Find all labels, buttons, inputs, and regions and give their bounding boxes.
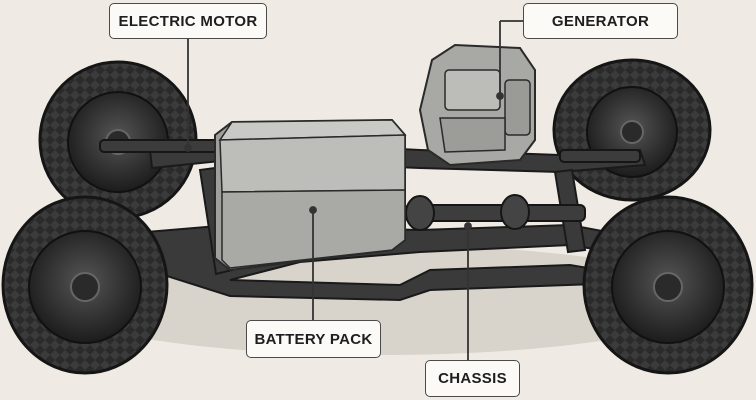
rear-right-wheel — [552, 58, 712, 202]
drive-shaft — [404, 194, 586, 231]
battery-pack — [214, 118, 407, 272]
leader-lines — [184, 20, 523, 360]
battery-pack-label: BATTERY PACK — [246, 320, 381, 358]
rear-axle — [99, 139, 641, 163]
chassis-label: CHASSIS — [425, 360, 520, 397]
generator-label: GENERATOR — [523, 3, 678, 39]
front-right-wheel — [582, 195, 754, 375]
front-left-wheel — [1, 195, 169, 375]
generator — [418, 43, 536, 167]
electric-motor-label: ELECTRIC MOTOR — [109, 3, 267, 39]
